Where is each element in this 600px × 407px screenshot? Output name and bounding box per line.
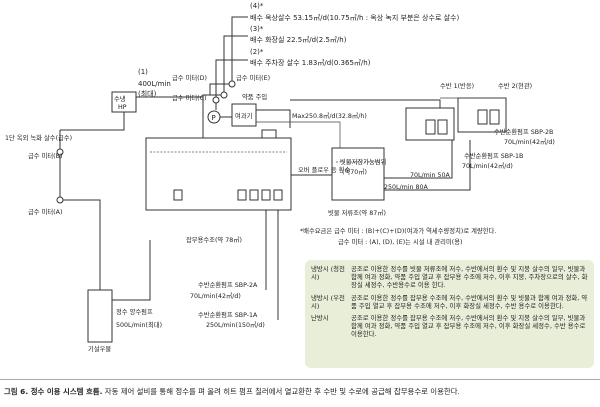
pump-1a-flow: 250L/min(150㎥/d) xyxy=(206,320,265,329)
pump-2b-flow: 70L/min(42㎥/d) xyxy=(504,137,555,146)
usage-4-num: (4)* xyxy=(250,2,264,10)
pump-p-label: P xyxy=(212,114,216,122)
meter-a-icon xyxy=(56,196,64,204)
tank-pump-2 xyxy=(237,189,247,201)
pipe-250-80a xyxy=(384,140,471,191)
basin-2-label: 수반 2(현관) xyxy=(498,81,532,90)
figure-caption: 그림 6. 정수 이용 시스템 흐름. 자동 제어 설비를 통해 정수를 펴 올… xyxy=(4,386,598,397)
meter-a-label: 급수 미터(A) xyxy=(28,207,62,216)
meter-b-label: 급수 미터(B) xyxy=(28,151,62,160)
overflow-label: 오버 플로우 등 환수 xyxy=(298,165,351,174)
note-2: 급수 미터 : (A), (D), (E)는 시설 내 관리미(용) xyxy=(338,237,462,246)
legend-text: 공조로 이용한 정수를 잡무용 수조에 저수, 수반에서의 환수 및 지붕 살수… xyxy=(351,314,586,339)
basin-2-pump xyxy=(477,109,488,125)
meter-d-icon xyxy=(220,91,228,99)
rain-infil-label: 빗물저장가능범위 xyxy=(340,157,386,166)
well-label: 기설우물 xyxy=(88,344,111,353)
filter-label: 여과기 xyxy=(235,111,252,120)
chem-feed-label: 약품 주입 xyxy=(242,92,267,101)
pipe-supply-4 xyxy=(231,16,248,22)
pipe-left-main xyxy=(59,130,101,290)
pipe-tank-out-1 xyxy=(261,129,277,138)
legend-text: 공조로 이용한 정수를 빗물 저류조에 저수, 수반에서의 환수 및 지붕 살수… xyxy=(351,265,588,290)
legend-key: 냉방시 (우천시) xyxy=(311,293,345,310)
pipe-vertical-riser xyxy=(202,22,233,210)
pump-2b-label: 수반순환펌프 SBP-2B xyxy=(494,127,553,136)
caption-text: 자동 제어 설비를 통해 정수를 펴 올려 히트 펌프 칠러에서 열교환한 후 … xyxy=(104,387,460,396)
usage-2-num: (2)* xyxy=(250,48,264,56)
legend-row: 냉방시 (우천시) 공조로 이용한 정수를 잡무용 수조에 저수, 수반에서의 … xyxy=(311,294,588,310)
basin-1-pump-b xyxy=(437,119,448,135)
caption-title: 그림 6. 정수 이용 시스템 흐름. xyxy=(4,387,103,396)
usage-3-num: (3)* xyxy=(250,25,264,33)
meter-e-label: 급수 미터(E) xyxy=(236,73,270,82)
tank-pump-3 xyxy=(249,189,259,201)
pump-2a-flow: 70L/min(42㎥/d) xyxy=(190,291,241,300)
basin-1-label: 수반 1(반응) xyxy=(440,81,474,90)
legend-row: 난방시 공조로 이용한 정수를 잡무용 수조에 저수, 수반에서의 환수 및 지… xyxy=(311,314,588,339)
well-pump-label: 정수 양수펌프 xyxy=(116,307,153,316)
caption-divider xyxy=(0,379,600,380)
legend-key: 난방시 xyxy=(311,314,329,323)
max-flow-label: Max250.8㎥/d(32.8㎥/h) xyxy=(292,111,367,120)
basin-2-pump-b xyxy=(489,109,500,125)
rooftop-water-label: 1단 옥외 녹화 살수(급수) xyxy=(5,133,72,142)
usage-1-num: (1) xyxy=(138,68,148,76)
legend-box: 냉방시 (청천시) 공조로 이용한 정수를 빗물 저류조에 저수, 수반에서의 … xyxy=(305,260,594,368)
tank-pump-5 xyxy=(273,189,283,201)
tank-pump-1 xyxy=(173,189,183,201)
pipe-supply-3 xyxy=(223,35,248,40)
meter-c-icon xyxy=(212,96,220,104)
pump-1b-label: 수반순환펌프 SBP-1B xyxy=(464,151,523,160)
basin-1-pump xyxy=(425,119,436,135)
rain-infil-vol: (약70㎥) xyxy=(342,167,367,176)
pump-1a-label: 수반순환펌프 SBP-1A xyxy=(198,310,258,319)
hp-label: 수냉 xyxy=(114,94,126,103)
usage-2-text: 배수 주차장 살수 1.83㎥/d(0.365㎥/h) xyxy=(250,58,371,67)
pipe-hp-return xyxy=(60,112,125,131)
usage-1-flow: 400L/min xyxy=(138,80,171,88)
flow-250-label: 250L/min 80A xyxy=(384,184,429,191)
usage-1-sub: (최대) xyxy=(138,89,157,98)
filter-unit xyxy=(231,103,257,127)
legend-text: 공조로 이용한 정수를 잡무용 수조에 저수, 수반에서의 환수 및 빗물과 함… xyxy=(351,293,588,310)
existing-well xyxy=(87,289,113,343)
hp-sub: HP xyxy=(118,104,127,111)
meter-e-icon xyxy=(228,80,236,88)
tank-pump-4 xyxy=(261,189,271,201)
pipe-well-to-tank xyxy=(112,240,151,301)
pipe-supply-2 xyxy=(215,59,248,66)
legend-key: 냉방시 (청천시) xyxy=(311,265,345,282)
note-1: *배수요금은 급수 미터 : (B)+(C)+(D)(여과가 역세수량정치)로 … xyxy=(300,226,496,235)
usage-4-text: 배수 옥상살수 53.15㎥/d(10.75㎥/h : 옥상 녹지 부분은 상수… xyxy=(250,13,459,22)
pump-1b-flow: 70L/min(42㎥/d) xyxy=(462,161,513,170)
misc-tank-label: 잡무용수조(약 78㎥) xyxy=(186,235,242,244)
rain-storage-tank xyxy=(331,147,385,201)
meter-c-label: 급수 미터(C) xyxy=(172,93,206,102)
pump-2a-label: 수반순환펌프 SBP-2A xyxy=(198,280,258,289)
usage-3-text: 배수 화장실 22.5㎥/d(2.5㎥/h) xyxy=(250,35,347,44)
flow-70-label: 70L/min 50A xyxy=(410,172,451,179)
well-pump-flow: 500L/min(최대) xyxy=(116,320,162,329)
pipe-rain-top xyxy=(290,99,441,108)
meter-d-label: 급수 미터(D) xyxy=(172,73,207,82)
meter-b-icon xyxy=(56,148,64,156)
rain-tank-label: 빗물 저류조(약 87㎥) xyxy=(328,208,386,217)
pipe-70-50a xyxy=(384,140,453,179)
legend-row: 냉방시 (청천시) 공조로 이용한 정수를 빗물 저류조에 저수, 수반에서의 … xyxy=(311,265,588,290)
